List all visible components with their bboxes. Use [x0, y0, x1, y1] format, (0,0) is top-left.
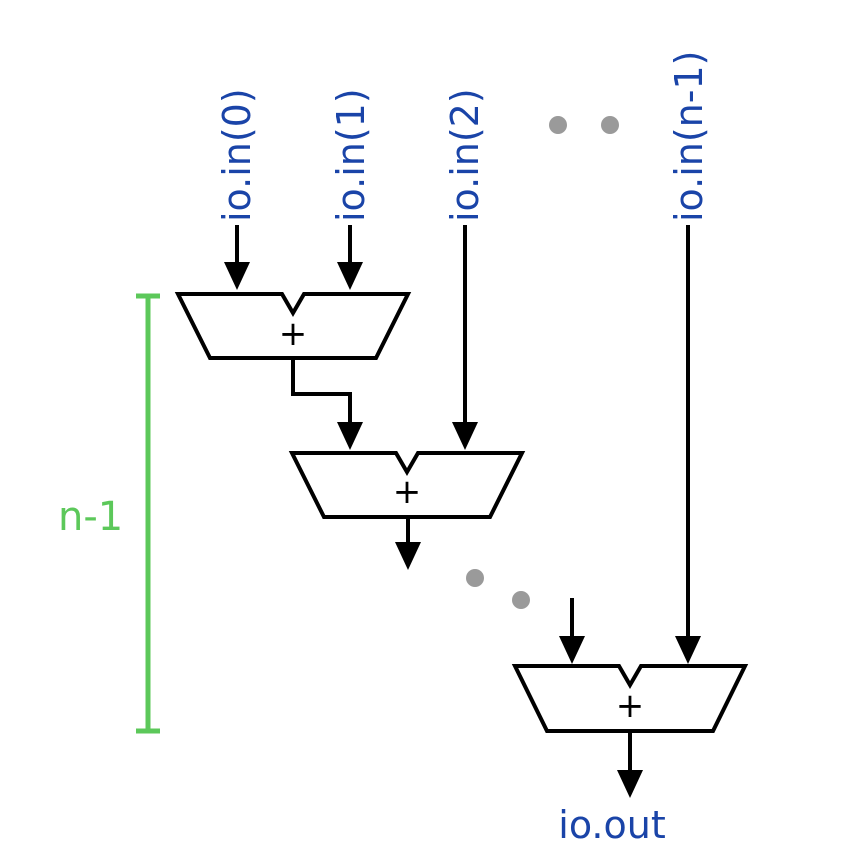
arrow-head [675, 636, 701, 664]
input-label-0: io.in(0) [215, 88, 259, 222]
adder-plus-sign: + [616, 686, 645, 726]
arrow-head [337, 422, 363, 450]
depth-bracket [136, 293, 160, 734]
arrow-head [559, 636, 585, 664]
input-labels: io.in(0) io.in(1) io.in(2) io.in(n-1) [215, 51, 711, 222]
adder-plus-sign: + [279, 314, 308, 354]
input-label-n-1: io.in(n-1) [667, 51, 711, 222]
output-label: io.out [558, 803, 665, 847]
arrow-head [617, 770, 643, 798]
depth-label: n-1 [58, 494, 123, 540]
adder-1: + [174, 292, 412, 360]
adder-2: + [288, 451, 526, 519]
ellipsis-dots-top [549, 116, 619, 134]
arrow-head [452, 422, 478, 450]
arrow-head [224, 262, 250, 290]
arrow-head [395, 542, 421, 570]
adder-plus-sign: + [393, 472, 422, 512]
wires [235, 225, 690, 772]
adder-last: + [511, 664, 749, 733]
arrow-head [337, 262, 363, 290]
input-label-1: io.in(1) [329, 88, 373, 222]
ellipsis-dots-middle [466, 569, 530, 609]
arrowheads [224, 262, 701, 798]
input-label-2: io.in(2) [443, 88, 487, 222]
